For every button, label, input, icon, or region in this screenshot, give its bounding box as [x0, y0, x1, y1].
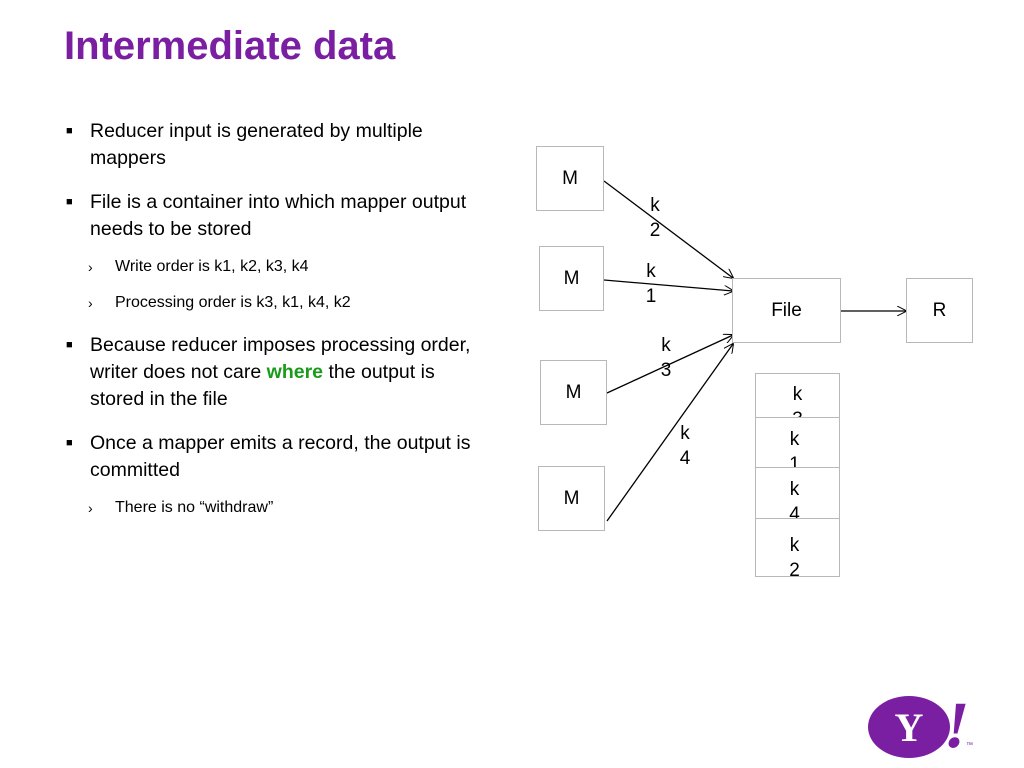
bullet-text: Once a mapper emits a record, the output…: [90, 432, 471, 481]
sub-bullet-text: Write order is k1, k2, k3, k4: [115, 258, 309, 275]
bullet-item: ■ Because reducer imposes processing ord…: [64, 332, 494, 413]
mapper-box: M: [538, 466, 605, 531]
mapper-box: M: [539, 246, 604, 311]
arrow-m4-file: [606, 344, 733, 522]
sub-bullet-text: There is no “withdraw”: [115, 499, 274, 516]
arrow-m1-file: [603, 180, 733, 278]
sub-bullet-item: › Processing order is k3, k1, k4, k2: [64, 292, 494, 314]
square-bullet-icon: ■: [66, 437, 73, 449]
trademark-mark: ™: [966, 742, 973, 749]
bullet-item: ■ Reducer input is generated by multiple…: [64, 118, 494, 172]
bullet-text: File is a container into which mapper ou…: [90, 191, 467, 240]
bullet-text-before: Because reducer imposes processing order…: [90, 334, 471, 383]
square-bullet-icon: ■: [66, 339, 73, 351]
bullet-text: Reducer input is generated by multiple m…: [90, 120, 423, 169]
file-box: File: [732, 278, 841, 343]
highlight-word: where: [266, 361, 324, 383]
bullet-item: ■ File is a container into which mapper …: [64, 189, 494, 243]
reducer-box: R: [906, 278, 973, 343]
sub-bullet-item: › There is no “withdraw”: [64, 497, 494, 519]
chevron-bullet-icon: ›: [88, 500, 93, 516]
mapper-box: M: [540, 360, 607, 425]
chevron-bullet-icon: ›: [88, 259, 93, 275]
file-record: k3: [755, 373, 840, 430]
bullet-text-after: the output is stored in the file: [90, 361, 435, 410]
square-bullet-icon: ■: [66, 125, 73, 137]
arrow-m3-file: [606, 335, 733, 394]
square-bullet-icon: ■: [66, 196, 73, 208]
mapper-box: M: [536, 146, 604, 211]
yahoo-logo: Y: [868, 696, 950, 758]
yahoo-logo-letter: Y: [894, 704, 924, 750]
chevron-bullet-icon: ›: [88, 295, 93, 311]
sub-bullet-item: › Write order is k1, k2, k3, k4: [64, 256, 494, 278]
sub-bullet-text: Processing order is k3, k1, k4, k2: [115, 294, 351, 311]
arrow-m2-file: [603, 279, 733, 291]
bullet-item: ■ Once a mapper emits a record, the outp…: [64, 430, 494, 484]
slide-title: Intermediate data: [64, 24, 396, 68]
bullet-list: ■ Reducer input is generated by multiple…: [64, 118, 494, 537]
